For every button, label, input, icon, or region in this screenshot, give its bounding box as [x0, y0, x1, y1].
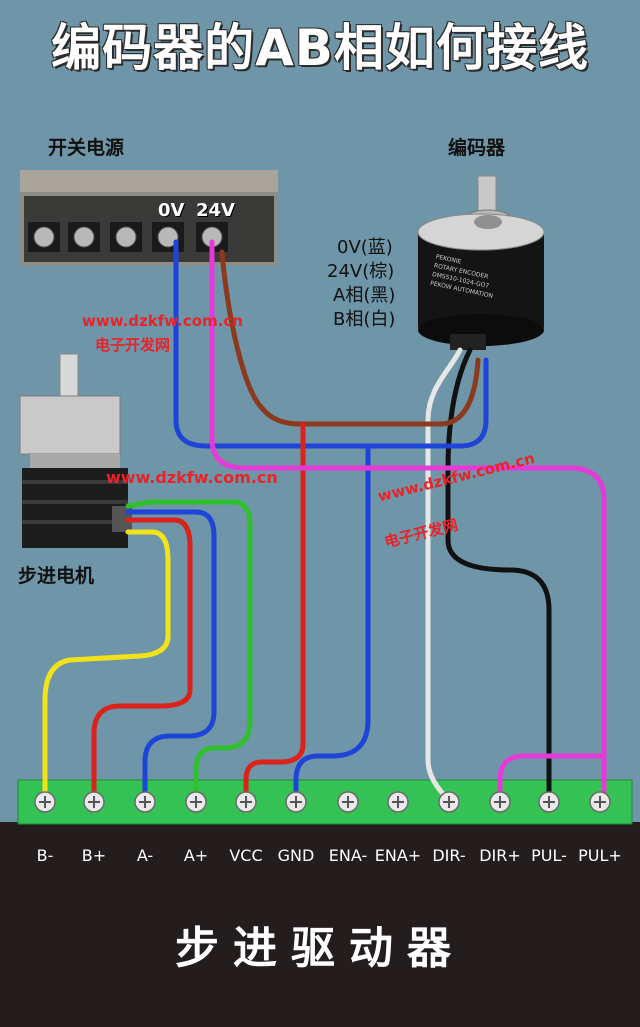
power-terminal-0v: 0V: [158, 200, 185, 221]
driver-terminal-label: VCC: [229, 846, 263, 865]
watermark-name-1: 电子开发网: [95, 336, 171, 354]
screw-slot-icon: [139, 796, 151, 808]
wires: [42, 239, 607, 803]
driver-terminal-label: DIR+: [479, 846, 521, 865]
power-terminal-screw: [115, 226, 137, 248]
terminal-strip: [17, 779, 633, 825]
page-title: 编码器的AB相如何接线: [51, 19, 589, 77]
encoder-legend-0v: 0V(蓝): [337, 237, 393, 258]
screw-slot-icon: [342, 796, 354, 808]
driver-label: 步进驱动器: [175, 923, 465, 974]
wire-motor-green-a-plus: [125, 499, 253, 803]
screw-slot-icon: [392, 796, 404, 808]
driver-terminal-label: B-: [36, 846, 54, 865]
driver-terminal-label: DIR-: [432, 846, 466, 865]
screw-slot-icon: [39, 796, 51, 808]
wire-brown-24v: [219, 249, 481, 427]
wire-motor-yellow-b-minus: [42, 529, 171, 803]
screw-slot-icon: [494, 796, 506, 808]
encoder-device: [417, 175, 545, 350]
wire-magenta-dir-plus: [497, 753, 607, 803]
driver-terminal-label: A-: [136, 846, 154, 865]
wire-motor-blue-a-minus: [125, 509, 217, 803]
screw-slot-icon: [190, 796, 202, 808]
watermark-site-1: www.dzkfw.com.cn: [82, 312, 243, 330]
screw-slot-icon: [594, 796, 606, 808]
driver-terminal-label: ENA+: [374, 846, 422, 865]
encoder-legend-24v: 24V(棕): [327, 261, 395, 282]
encoder-legend-a: A相(黑): [333, 285, 396, 306]
encoder-legend-b: B相(白): [333, 309, 396, 330]
driver-terminal-label: A+: [183, 846, 209, 865]
wire-encoder-black-pul-minus: [445, 347, 552, 803]
encoder-label: 编码器: [448, 137, 506, 159]
wire-blue-to-gnd: [293, 443, 371, 803]
driver-terminal-label: PUL+: [578, 846, 622, 865]
screw-slot-icon: [290, 796, 302, 808]
wire-motor-red-b-plus: [91, 517, 193, 803]
motor-label: 步进电机: [18, 565, 95, 587]
power-supply: [20, 170, 278, 266]
screw-slot-icon: [88, 796, 100, 808]
wire-encoder-white-dir-minus: [425, 347, 463, 803]
wire-blue-0v: [173, 239, 489, 449]
power-supply-label: 开关电源: [48, 137, 125, 159]
power-terminal-screw: [33, 226, 55, 248]
screw-slot-icon: [443, 796, 455, 808]
stepper-motor: [19, 353, 132, 548]
power-terminal-screw: [73, 226, 95, 248]
power-terminal-screw: [157, 226, 179, 248]
wire-red-vcc: [243, 421, 306, 803]
watermark-site-2: www.dzkfw.com.cn: [106, 468, 278, 487]
wire-magenta-24v: [209, 239, 607, 803]
driver-terminal-label: GND: [277, 846, 315, 865]
screw-slot-icon: [240, 796, 252, 808]
screw-slot-icon: [543, 796, 555, 808]
driver-terminal-label: PUL-: [531, 846, 567, 865]
power-terminal-24v: 24V: [196, 200, 235, 221]
driver-terminal-label: ENA-: [328, 846, 368, 865]
driver-terminal-label: B+: [81, 846, 107, 865]
driver-body: [0, 822, 640, 1027]
